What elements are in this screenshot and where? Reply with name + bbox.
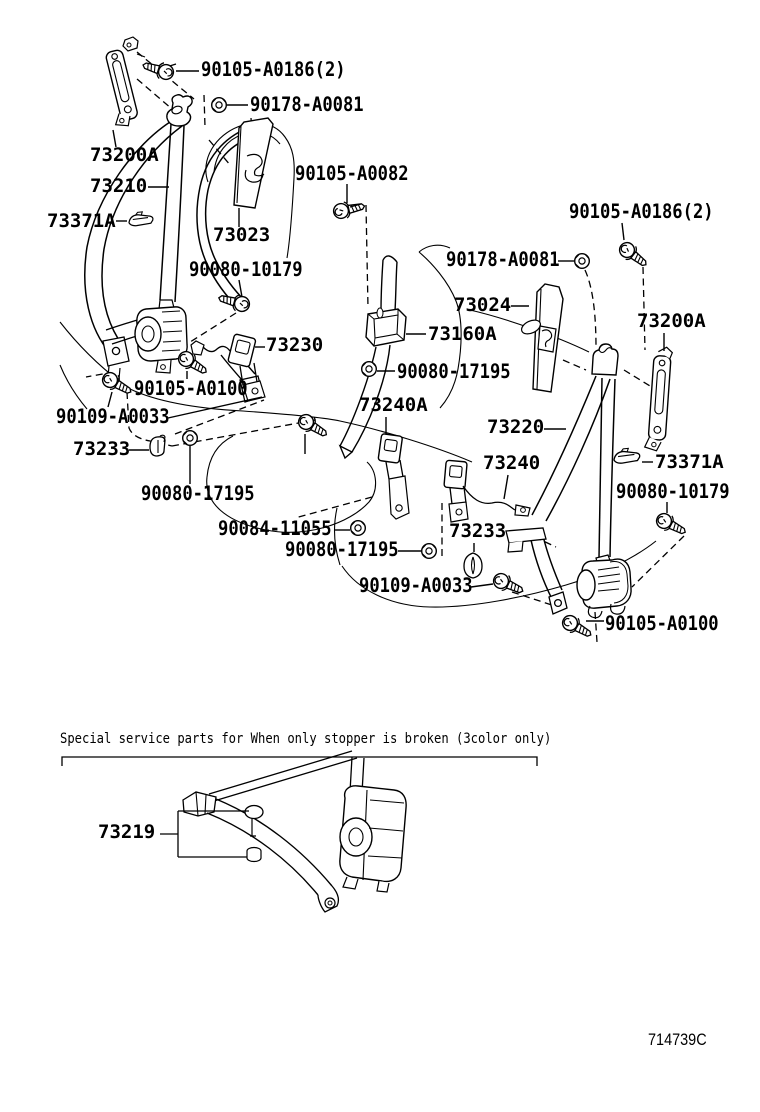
part-label-73023: 73023 [213, 224, 271, 246]
clip-73371A-right [613, 447, 641, 464]
anchor-plate-left [102, 336, 130, 380]
part-label-73219: 73219 [98, 821, 156, 843]
nut-icon-90084-11055 [350, 520, 366, 536]
part-label-73160A: 73160A [428, 323, 497, 345]
part-label-90084-11055: 90084-11055 [218, 517, 332, 540]
figure-code: 714739C [648, 1030, 707, 1049]
part-label-90105-A0186-left: 90105-A0186(2) [201, 58, 346, 81]
part-label-90178-A0081-left: 90178-A0081 [250, 93, 364, 116]
nut-icon-90080-17195-bottom [421, 543, 437, 559]
belt-73220 [530, 375, 616, 600]
part-label-90178-A0081-right: 90178-A0081 [446, 248, 560, 271]
part-label-73200A-left: 73200A [90, 144, 159, 166]
garnish-73024 [520, 283, 564, 393]
anchor-fold-right [548, 591, 568, 615]
leader-lines [107, 70, 668, 622]
part-label-73371A-left: 73371A [47, 210, 116, 232]
part-label-90105-A0100-left: 90105-A0100 [134, 377, 248, 400]
screw-icon-90080-10179-left [215, 289, 252, 315]
anchor-hook-right [591, 343, 619, 376]
anchor-hook-left [166, 94, 193, 127]
garnish-73023 [233, 117, 274, 209]
nut-icon-90080-17195-left-mid [181, 430, 199, 446]
part-label-90080-10179-right: 90080-10179 [616, 480, 730, 503]
part-label-90105-A0100-right: 90105-A0100 [605, 612, 719, 635]
screw-icon-90105-A0186-left [139, 56, 177, 83]
part-label-73240A: 73240A [359, 394, 428, 416]
part-label-73220: 73220 [487, 416, 545, 438]
nut-icon-90178-A0081-right [574, 252, 590, 269]
screw-icon-90105-A0186-right [615, 238, 652, 272]
stopper-73233-right [463, 552, 483, 579]
part-label-90080-17195-bottom: 90080-17195 [285, 538, 399, 561]
part-label-90080-10179-left: 90080-10179 [189, 258, 303, 281]
screw-icon-90105-A0082 [331, 197, 367, 222]
part-label-90109-A0033-right: 90109-A0033 [359, 574, 473, 597]
part-drawing-73200A-left [105, 36, 146, 127]
screw-icon-90105-A0100-right [558, 611, 596, 643]
nut-icon-90080-17195-right-top [361, 361, 377, 377]
buckle-73240 [443, 459, 531, 523]
part-drawing-73200A-right [643, 346, 674, 452]
part-label-73210: 73210 [90, 175, 148, 197]
nut-icon-90178-A0081-left [210, 96, 228, 114]
part-label-90105-A0186-right: 90105-A0186(2) [569, 200, 714, 223]
part-label-73240: 73240 [483, 452, 541, 474]
tongue-right [505, 527, 547, 553]
part-label-90080-17195-right-top: 90080-17195 [397, 360, 511, 383]
screw-icon-90080-10179-right [652, 509, 690, 541]
hanger-73160A [338, 255, 407, 460]
buckle-73240A [377, 433, 410, 520]
screw-icon-90109-A0033-right [490, 569, 527, 600]
section-note: Special service parts for When only stop… [60, 731, 552, 747]
part-label-73233-left: 73233 [73, 438, 131, 460]
retractor-right [576, 554, 632, 619]
retractor-left [134, 299, 188, 374]
part-label-73200A-right: 73200A [637, 310, 706, 332]
stopper-73233-left [149, 434, 166, 457]
assembly-73219 [160, 750, 407, 913]
part-label-90105-A0082: 90105-A0082 [295, 162, 409, 185]
part-label-90080-17195-left-mid: 90080-17195 [141, 482, 255, 505]
section-bracket [61, 756, 538, 766]
buckle-73230 [190, 333, 266, 402]
part-label-73233-right: 73233 [449, 520, 507, 542]
clip-73371A-left [128, 211, 154, 227]
part-label-73024: 73024 [454, 294, 512, 316]
part-label-73371A-right: 73371A [655, 451, 724, 473]
belt-73210 [84, 121, 259, 354]
part-label-73230: 73230 [266, 334, 324, 356]
part-label-90109-A0033-left: 90109-A0033 [56, 405, 170, 428]
